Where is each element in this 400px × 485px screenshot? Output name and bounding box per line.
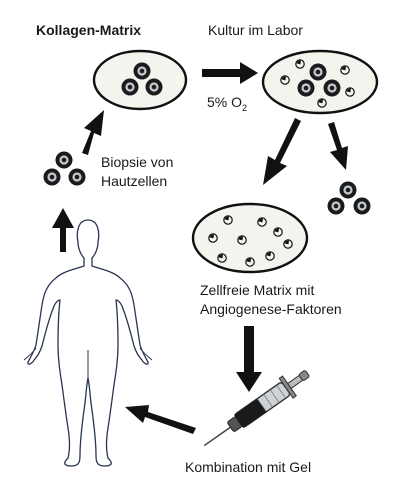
growth-factor-icon [273,227,283,237]
collagen-matrix-dish [92,49,188,111]
growth-factor-icon [217,253,227,263]
cell-icon [145,78,163,96]
cell-cluster-right [327,181,371,215]
cell-icon [339,181,357,199]
growth-factor-icon [283,239,293,249]
oxygen-label: 5% O2 [207,93,247,118]
lab-culture-label: Kultur im Labor [208,22,303,38]
cell-icon [323,79,341,97]
growth-factor-icon [345,87,355,97]
arrow-down-left-icon [263,118,301,185]
cell-icon [353,197,371,215]
growth-factor-icon [208,233,218,243]
arrow-up-icon [52,208,74,252]
cell-icon [55,151,73,169]
arrow-down-icon [236,326,262,392]
cell-icon [133,62,151,80]
growth-factor-icon [265,251,275,261]
cell-free-matrix-dish [191,202,309,274]
growth-factor-icon [280,75,290,85]
growth-factor-icon [237,235,247,245]
growth-factor-icon [340,65,350,75]
cell-icon [68,168,86,186]
human-body-icon [23,219,153,467]
growth-factor-icon [317,98,327,108]
gel-combination-label: Kombination mit Gel [185,459,312,475]
arrow-left-icon [125,405,196,434]
cell-icon [121,78,139,96]
growth-factor-icon [245,257,255,267]
cell-icon [297,79,315,97]
cell-icon [327,197,345,215]
biopsy-label-line1: Biopsie von [101,154,174,170]
biopsy-cell-cluster [43,151,86,186]
oxygen-label-text: 5% O [207,94,243,110]
cell-icon [43,168,61,186]
lab-culture-dish [261,49,379,115]
growth-factor-icon [295,59,305,69]
biopsy-label-line2: Hautzellen [101,173,168,189]
syringe-icon [203,370,310,447]
arrow-right-icon [202,62,258,84]
collagen-matrix-label: Kollagen-Matrix [36,22,142,38]
oxygen-label-subscript: 2 [242,102,248,113]
cell-free-matrix-label-line1: Zellfreie Matrix mit [200,282,315,298]
arrow-up-right-icon [82,110,104,155]
cell-icon [309,63,327,81]
arrow-down-right-icon [328,122,348,170]
cell-free-matrix-label-line2: Angiogenese-Faktoren [200,301,342,317]
growth-factor-icon [223,215,233,225]
growth-factor-icon [257,217,267,227]
